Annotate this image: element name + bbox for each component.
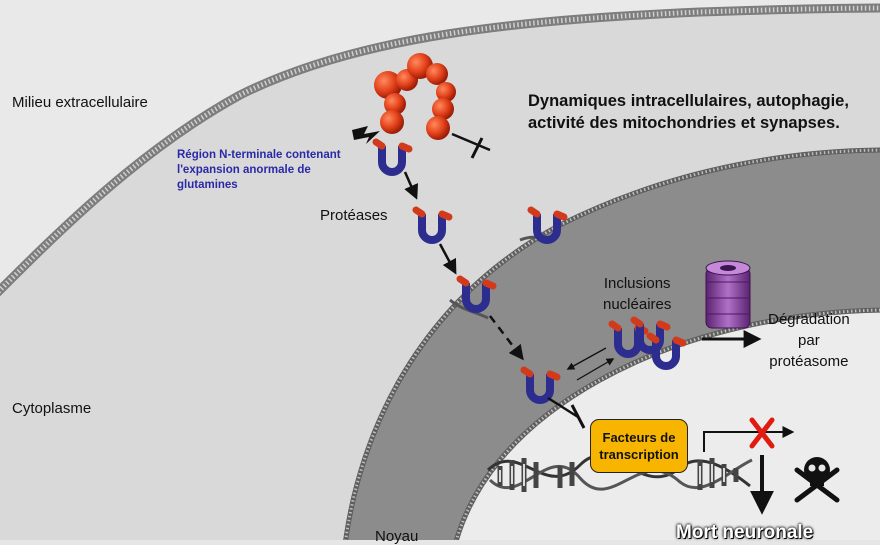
neuronal-death-label: Mort neuronale [676, 522, 814, 543]
nucleus-label: Noyau [375, 528, 419, 545]
nterm-line-3: glutamines [177, 179, 238, 191]
skull-crossbones-icon [794, 457, 840, 503]
extracellular-space [0, 0, 880, 300]
blocked-transcription-x-icon [749, 417, 775, 449]
degradation-line-3: protéasome [769, 353, 849, 370]
degradation-line-1: Dégradation [768, 311, 850, 328]
degradation-line-2: par [798, 332, 820, 349]
tf-line-1: Facteurs de [602, 430, 676, 445]
cytoplasm-label: Cytoplasme [12, 400, 92, 417]
dynamics-line-2: activité des mitochondries et synapses. [528, 114, 840, 132]
nterm-line-2: l'expansion anormale de [177, 164, 311, 176]
extracellular-label: Milieu extracellulaire [12, 94, 148, 111]
n-terminal-region-label: Région N-terminale contenant l'expansion… [177, 148, 341, 193]
tf-line-2: transcription [599, 447, 679, 462]
nuclear-inclusions-label: Inclusions nucléaires [603, 273, 671, 315]
transcription-factors-box: Facteurs de transcription [590, 419, 688, 473]
inclusions-line-1: Inclusions [603, 275, 671, 292]
intracellular-dynamics-label: Dynamiques intracellulaires, autophagie,… [528, 90, 849, 134]
dynamics-line-1: Dynamiques intracellulaires, autophagie, [528, 92, 849, 110]
inclusions-line-2: nucléaires [603, 296, 672, 313]
nuclear-envelope [345, 150, 880, 540]
lightning-icon [352, 126, 380, 144]
nterm-line-1: Région N-terminale contenant [177, 149, 341, 161]
proteasome-degradation-label: Dégradation par protéasome [768, 309, 850, 372]
proteasome-icon [705, 260, 751, 329]
huntingtin-protein-beads [374, 53, 456, 140]
proteases-label: Protéases [320, 207, 388, 224]
